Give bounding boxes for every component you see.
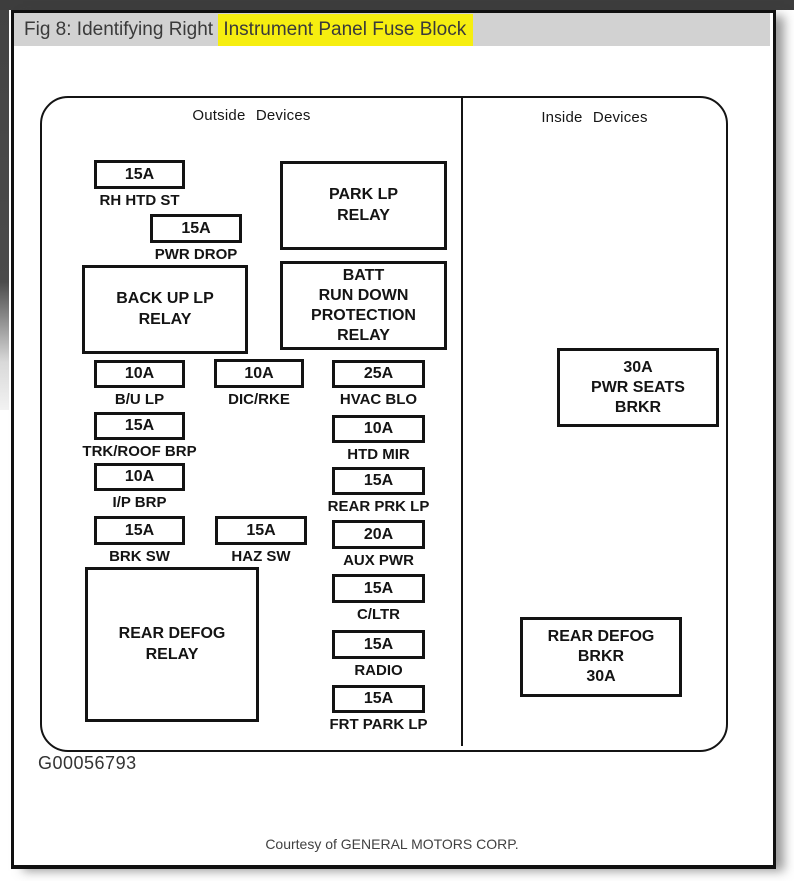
fuse-label: B/U LP bbox=[114, 391, 165, 408]
fuse-bu-lp: 10A B/U LP bbox=[94, 360, 185, 408]
fuse-label: HTD MIR bbox=[347, 446, 410, 463]
section-divider-line bbox=[461, 98, 463, 746]
fuse-amp: 15A bbox=[332, 685, 425, 713]
fuse-amp: 15A bbox=[332, 574, 425, 603]
fuse-ip-brp: 10A I/P BRP bbox=[94, 463, 185, 511]
fuse-amp: 15A bbox=[332, 630, 425, 659]
fuse-amp: 10A bbox=[94, 463, 185, 491]
fuse-radio: 15A RADIO bbox=[332, 630, 425, 679]
fuse-label: PWR DROP bbox=[154, 246, 238, 263]
fuse-haz-sw: 15A HAZ SW bbox=[215, 516, 307, 565]
fuse-block-diagram: Outside Devices Inside Devices 15A RH HT… bbox=[40, 96, 728, 752]
fuse-frt-park-lp: 15A FRT PARK LP bbox=[329, 685, 428, 733]
figure-code: G00056793 bbox=[38, 753, 137, 773]
fuse-label: REAR PRK LP bbox=[327, 498, 430, 515]
fuse-label: AUX PWR bbox=[343, 552, 414, 569]
back-up-lp-relay-box: BACK UP LP RELAY bbox=[82, 265, 248, 354]
fuse-htd-mir: 10A HTD MIR bbox=[332, 415, 425, 463]
outside-devices-label: Outside Devices bbox=[192, 107, 311, 124]
fuse-label: HVAC BLO bbox=[339, 391, 418, 408]
fuse-label: FRT PARK LP bbox=[329, 716, 428, 733]
fuse-amp: 15A bbox=[94, 412, 185, 440]
credit-line: Courtesy of GENERAL MOTORS CORP. bbox=[265, 836, 519, 852]
rear-defog-relay-box: REAR DEFOG RELAY bbox=[85, 567, 259, 722]
fuse-label: I/P BRP bbox=[112, 494, 167, 511]
fuse-label: TRK/ROOF BRP bbox=[82, 443, 197, 460]
fuse-amp: 10A bbox=[332, 415, 425, 443]
fuse-brk-sw: 15A BRK SW bbox=[94, 516, 185, 565]
caption-highlight: Instrument Panel Fuse Block bbox=[218, 14, 474, 46]
fuse-trk-roof-brp: 15A TRK/ROOF BRP bbox=[82, 412, 197, 460]
top-dark-bar bbox=[0, 0, 794, 10]
fuse-amp: 15A bbox=[215, 516, 307, 545]
fuse-aux-pwr: 20A AUX PWR bbox=[332, 520, 425, 569]
fuse-label: RADIO bbox=[354, 662, 403, 679]
fuse-dic-rke: 10A DIC/RKE bbox=[214, 359, 304, 408]
batt-run-down-protection-relay-box: BATT RUN DOWN PROTECTION RELAY bbox=[280, 261, 447, 350]
fuse-amp: 15A bbox=[94, 516, 185, 545]
left-edge-shadow bbox=[0, 10, 9, 410]
fuse-amp: 10A bbox=[214, 359, 304, 388]
fuse-amp: 15A bbox=[150, 214, 242, 243]
fuse-rear-prk-lp: 15A REAR PRK LP bbox=[328, 467, 429, 515]
figure-caption: Fig 8: Identifying Right bbox=[24, 19, 219, 40]
fuse-label: BRK SW bbox=[109, 548, 170, 565]
fuse-amp: 15A bbox=[332, 467, 425, 495]
fuse-rh-htd-st: 15A RH HTD ST bbox=[94, 160, 185, 209]
inside-devices-label: Inside Devices bbox=[541, 109, 648, 126]
fuse-amp: 10A bbox=[94, 360, 185, 388]
fuse-amp: 20A bbox=[332, 520, 425, 549]
fuse-label: RH HTD ST bbox=[99, 192, 180, 209]
caption-bar: Fig 8: Identifying Right Instrument Pane… bbox=[14, 13, 770, 46]
fuse-hvac-blo: 25A HVAC BLO bbox=[332, 360, 425, 408]
rear-defog-brkr-box: REAR DEFOG BRKR 30A bbox=[520, 617, 682, 697]
fuse-c-ltr: 15A C/LTR bbox=[332, 574, 425, 623]
fuse-amp: 25A bbox=[332, 360, 425, 388]
pwr-seats-brkr-box: 30A PWR SEATS BRKR bbox=[557, 348, 719, 427]
park-lp-relay-box: PARK LP RELAY bbox=[280, 161, 447, 250]
fuse-label: DIC/RKE bbox=[228, 391, 290, 408]
fuse-label: C/LTR bbox=[356, 606, 401, 623]
fuse-label: HAZ SW bbox=[231, 548, 291, 565]
fuse-pwr-drop: 15A PWR DROP bbox=[150, 214, 242, 263]
fuse-amp: 15A bbox=[94, 160, 185, 189]
